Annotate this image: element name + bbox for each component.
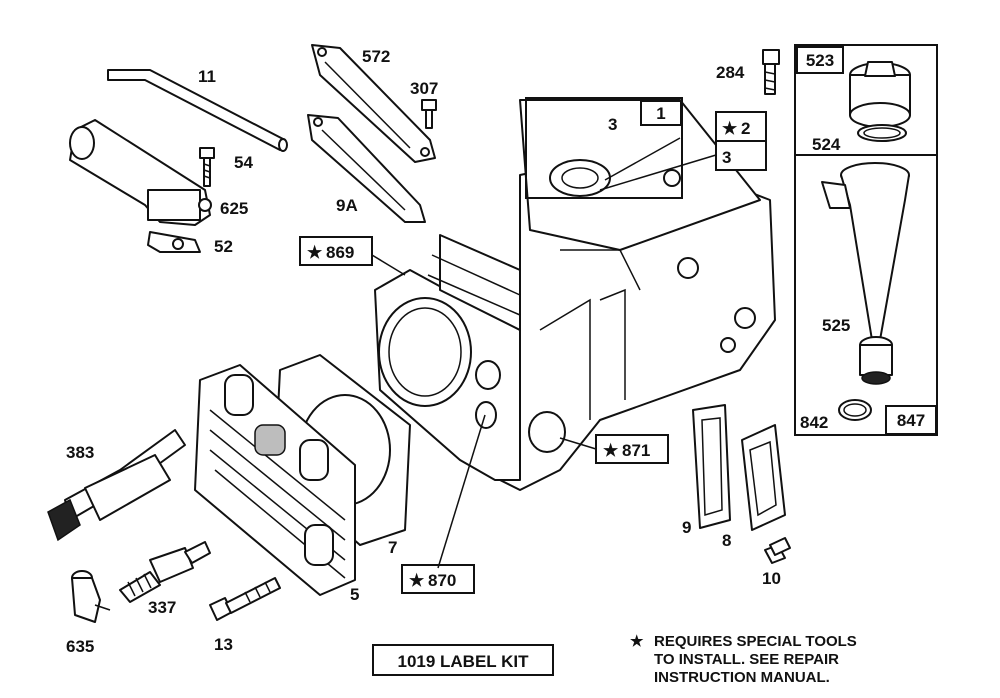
label-kit-box: 1019 LABEL KIT [372, 644, 554, 676]
callout-box-869: ★ 869 [299, 236, 373, 266]
callout-box-2: ★ 2 3 [715, 111, 767, 171]
callout-box-1: 1 [525, 97, 683, 199]
part-524-o-ring [857, 124, 907, 142]
part-52-gasket [147, 231, 201, 253]
callout-635: 635 [66, 637, 94, 656]
callout-869: 869 [326, 243, 354, 262]
callout-11: 11 [198, 67, 216, 86]
star-icon: ★ [603, 441, 619, 460]
callout-307: 307 [410, 79, 438, 98]
part-9-cover-gasket [692, 404, 731, 529]
part-11-breather-tube [107, 69, 288, 152]
part-383-sleeve [47, 429, 186, 542]
part-8-cover [741, 424, 786, 531]
callout-3a: 3 [608, 115, 617, 134]
callout-383: 383 [66, 443, 94, 462]
callout-9: 9 [682, 518, 691, 537]
callout-box-870: ★ 870 [401, 564, 475, 594]
part-523-oil-cap [849, 61, 911, 128]
callout-572: 572 [362, 47, 390, 66]
cylinder-block [374, 99, 776, 491]
callout-871: 871 [622, 441, 650, 460]
callout-box-871: ★ 871 [595, 434, 669, 464]
callout-7: 7 [388, 538, 397, 557]
callout-5: 5 [350, 585, 359, 604]
part-9A-breather-gasket [307, 114, 426, 223]
star-icon: ★ [409, 571, 425, 590]
callout-625: 625 [220, 199, 248, 218]
part-10-screw [764, 537, 791, 564]
part-625-breather-housing [69, 119, 212, 226]
callout-3b: 3 [722, 148, 731, 167]
star-icon: ★ [722, 119, 738, 138]
callout-8: 8 [722, 531, 731, 550]
callout-842: 842 [800, 413, 828, 432]
part-5-cylinder-head [194, 364, 356, 596]
part-307-screw [421, 99, 437, 129]
callout-524: 524 [812, 135, 841, 154]
callout-54: 54 [234, 153, 253, 172]
footnote-line-2: TO INSTALL. SEE REPAIR [654, 651, 839, 668]
callout-52: 52 [214, 237, 233, 256]
leader-lines [371, 137, 717, 569]
part-337-spark-plug [119, 541, 211, 603]
callout-284: 284 [716, 63, 745, 82]
part-572-breather-cover [311, 44, 436, 163]
callout-337: 337 [148, 598, 176, 617]
callout-847: 847 [897, 411, 925, 430]
part-635-spark-terminal [71, 570, 111, 623]
callout-2: 2 [741, 119, 750, 138]
callout-525: 525 [822, 316, 850, 335]
star-icon: ★ [630, 633, 644, 650]
callout-10: 10 [762, 569, 781, 588]
part-13-bolt [209, 577, 281, 621]
callout-1: 1 [656, 104, 665, 123]
callout-523: 523 [806, 51, 834, 70]
footnote-line-3: INSTRUCTION MANUAL. [654, 669, 830, 686]
star-icon: ★ [307, 243, 323, 262]
part-842-o-ring [838, 399, 872, 421]
part-284-screw [762, 49, 780, 95]
label-kit-text: 1019 LABEL KIT [397, 652, 529, 671]
footnote-line-1: REQUIRES SPECIAL TOOLS [654, 633, 857, 650]
callout-870: 870 [428, 571, 456, 590]
callout-9A: 9A [336, 196, 358, 215]
callout-13: 13 [214, 635, 233, 654]
footnote: ★ REQUIRES SPECIAL TOOLS TO INSTALL. SEE… [630, 633, 857, 686]
callout-box-847: 523 847 [794, 44, 938, 436]
part-525-oil-fill-tube [821, 162, 910, 385]
part-54-screw [199, 147, 215, 187]
